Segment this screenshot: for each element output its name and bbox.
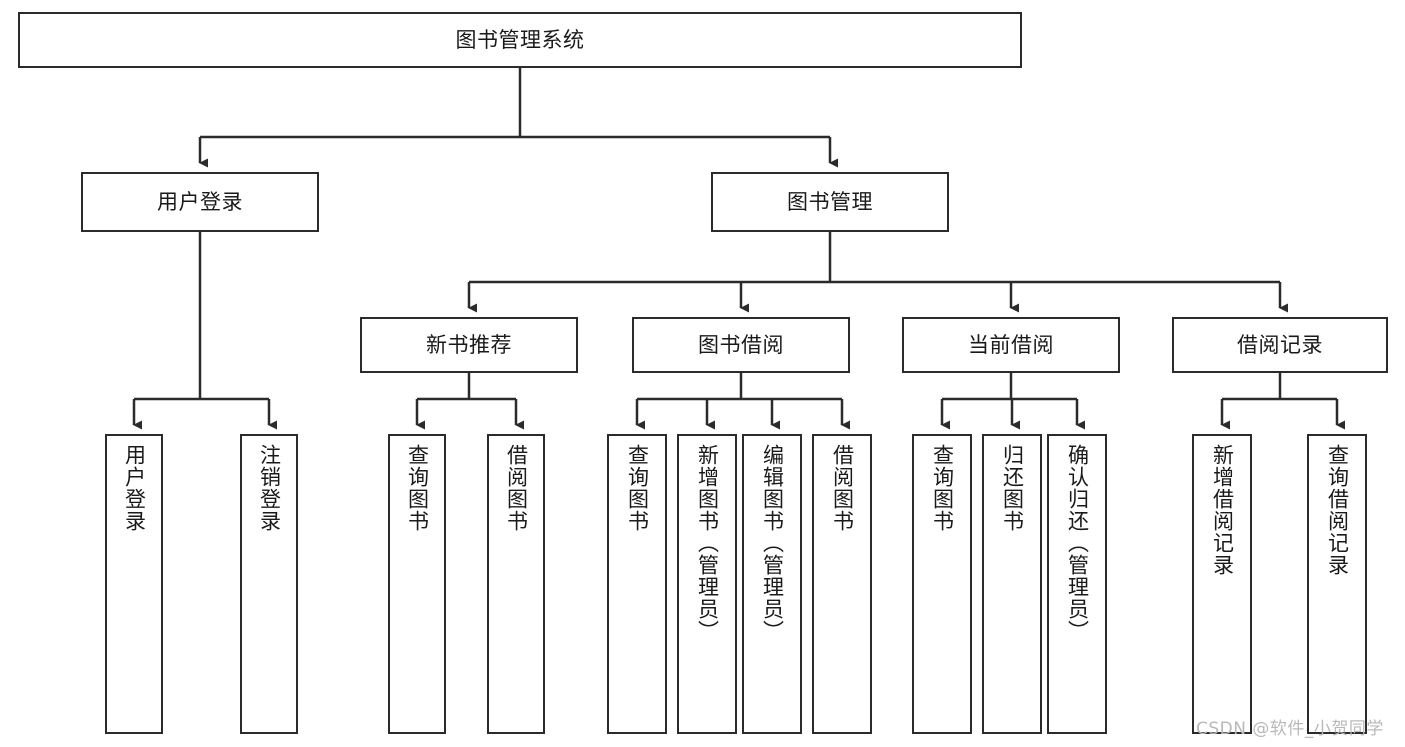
node-label: 新书推荐 xyxy=(426,332,512,357)
connector-trunk xyxy=(942,373,1077,401)
node-label: 查询图书 xyxy=(405,444,430,532)
branch-node[interactable]: 图书管理 xyxy=(711,172,949,232)
connector-trunk xyxy=(200,68,830,139)
leaf-node[interactable]: 归还图书 xyxy=(982,434,1042,734)
node-label: 查询借阅记录 xyxy=(1325,444,1350,576)
node-label: 归还图书 xyxy=(1000,444,1025,532)
node-label: 图书借阅 xyxy=(698,332,784,357)
leaf-node[interactable]: 确认归还（管理员） xyxy=(1047,434,1107,734)
node-label: 查询图书 xyxy=(930,444,955,532)
node-label: 用户登录 xyxy=(157,189,243,214)
node-label: 当前借阅 xyxy=(968,332,1054,357)
node-label: 借阅记录 xyxy=(1237,332,1323,357)
branch-node[interactable]: 新书推荐 xyxy=(360,317,578,373)
node-label: 确认归还（管理员） xyxy=(1065,444,1090,642)
leaf-node[interactable]: 编辑图书（管理员） xyxy=(742,434,802,734)
leaf-node[interactable]: 查询图书 xyxy=(607,434,667,734)
node-label: 图书管理系统 xyxy=(455,27,585,52)
leaf-node[interactable]: 新增图书（管理员） xyxy=(677,434,737,734)
leaf-node[interactable]: 用户登录 xyxy=(105,434,163,734)
branch-node[interactable]: 借阅记录 xyxy=(1172,317,1388,373)
root-node[interactable]: 图书管理系统 xyxy=(18,12,1022,68)
leaf-node[interactable]: 新增借阅记录 xyxy=(1192,434,1252,734)
connector-trunk xyxy=(134,232,269,401)
node-label: 编辑图书（管理员） xyxy=(760,444,785,642)
branch-node[interactable]: 用户登录 xyxy=(81,172,319,232)
connector-trunk xyxy=(637,373,842,401)
node-label: 借阅图书 xyxy=(504,444,529,532)
leaf-node[interactable]: 借阅图书 xyxy=(812,434,872,734)
leaf-node[interactable]: 查询图书 xyxy=(388,434,446,734)
leaf-node[interactable]: 借阅图书 xyxy=(487,434,545,734)
node-label: 借阅图书 xyxy=(830,444,855,532)
connector-trunk xyxy=(417,373,516,401)
node-label: 图书管理 xyxy=(787,189,873,214)
branch-node[interactable]: 当前借阅 xyxy=(902,317,1120,373)
node-label: 新增借阅记录 xyxy=(1210,444,1235,576)
leaf-node[interactable]: 注销登录 xyxy=(240,434,298,734)
leaf-node[interactable]: 查询借阅记录 xyxy=(1307,434,1367,734)
leaf-node[interactable]: 查询图书 xyxy=(912,434,972,734)
connector-trunk xyxy=(1222,373,1337,401)
connector-trunk xyxy=(469,232,1280,284)
node-label: 查询图书 xyxy=(625,444,650,532)
csdn-watermark: CSDN @软件_小贺同学 xyxy=(1196,719,1384,739)
node-label: 用户登录 xyxy=(122,444,147,532)
node-label: 注销登录 xyxy=(257,444,282,532)
branch-node[interactable]: 图书借阅 xyxy=(632,317,850,373)
node-label: 新增图书（管理员） xyxy=(695,444,720,642)
